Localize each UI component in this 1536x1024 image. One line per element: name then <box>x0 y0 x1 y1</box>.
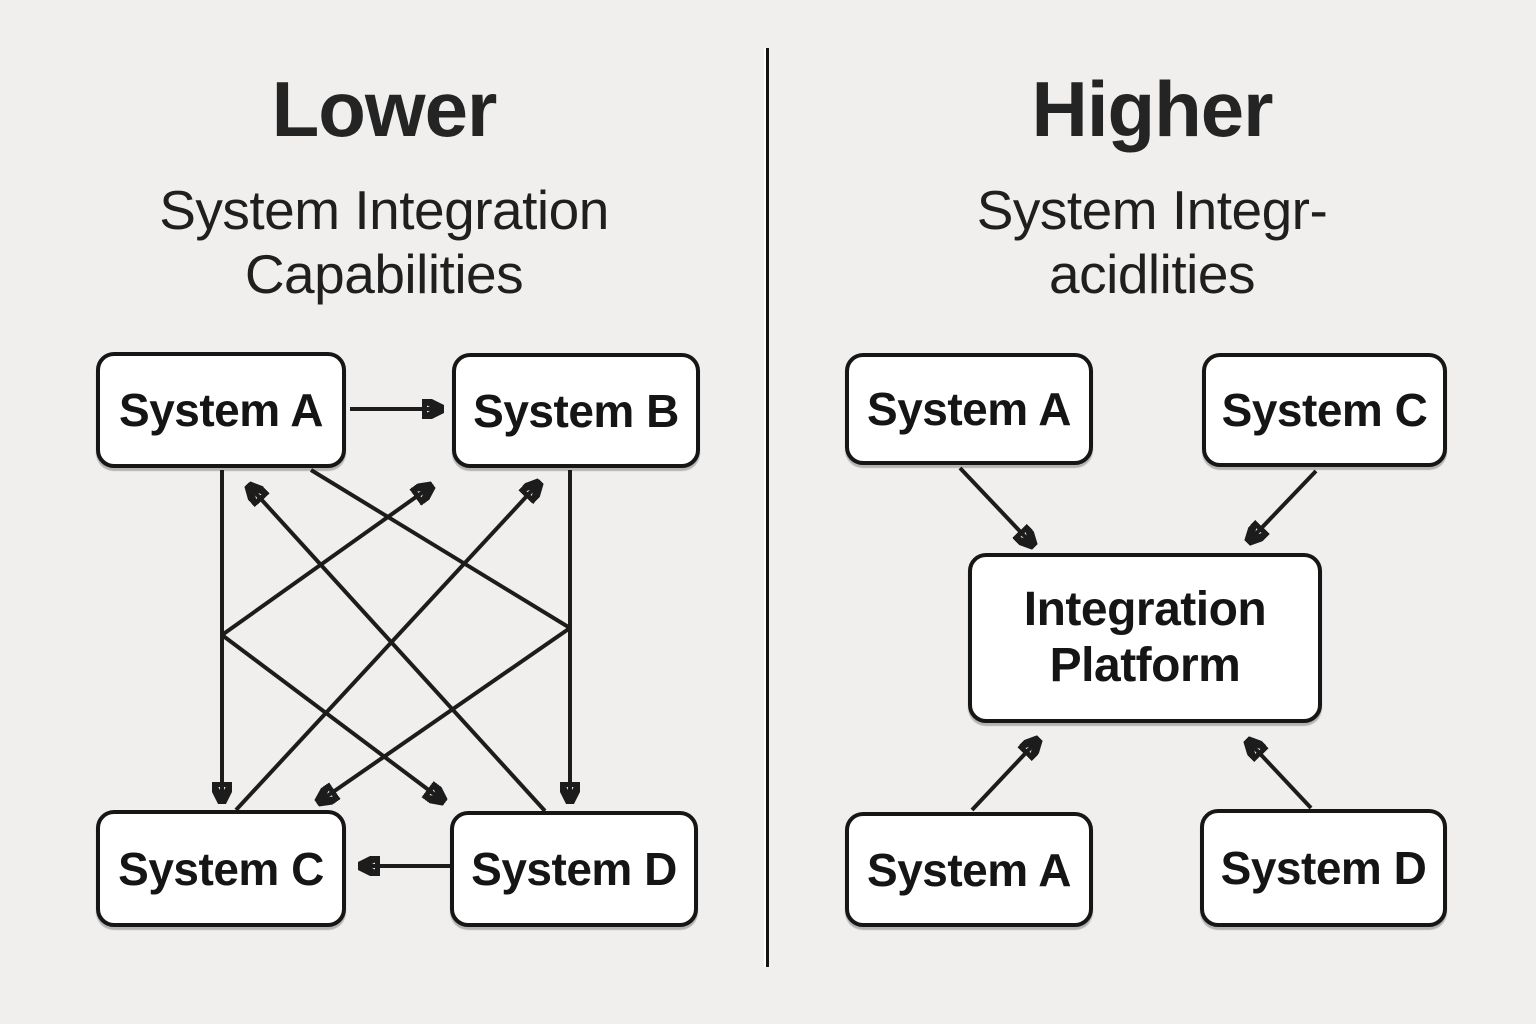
right-panel-title: Higher <box>1031 65 1273 153</box>
node-integration-platform: Integration Platform <box>968 553 1322 723</box>
node-label: System C <box>118 842 324 895</box>
left-panel-subtitle-line1: System Integration <box>159 179 609 241</box>
connector-c-to-b <box>234 484 538 812</box>
right-panel-subtitle: System Integr- acidlities <box>768 178 1536 306</box>
panel-divider <box>766 48 769 967</box>
connector-bottom-d-to-hub <box>1249 742 1313 810</box>
node-left-system-a: System A <box>96 352 346 468</box>
connector-top-c-to-hub <box>1250 469 1318 540</box>
node-label: System C <box>1221 384 1428 436</box>
connector-mid-to-b <box>220 487 430 637</box>
connector-mid-to-d <box>220 633 442 800</box>
node-right-bottom-system-d: System D <box>1200 809 1447 927</box>
node-label: System D <box>1220 842 1427 894</box>
left-panel-subtitle: System Integration Capabilities <box>0 178 768 306</box>
hub-label-line1: Integration <box>1023 583 1267 636</box>
node-label: System B <box>473 384 679 437</box>
right-panel-subtitle-line1: System Integr- <box>976 179 1328 241</box>
node-left-system-b: System B <box>452 353 700 468</box>
left-panel-subtitle-line2: Capabilities <box>244 243 524 305</box>
node-label: Integration Platform <box>1024 582 1267 694</box>
node-left-system-d: System D <box>450 811 698 927</box>
hub-label-line2: Platform <box>1049 639 1241 692</box>
right-panel-subtitle-line2: acidlities <box>1049 243 1255 305</box>
node-right-bottom-system-a: System A <box>845 812 1093 927</box>
left-panel-title: Lower <box>271 65 498 153</box>
connector-a-to-mid <box>309 468 572 630</box>
connector-bottom-a-to-hub <box>970 741 1037 812</box>
node-label: System A <box>119 384 323 436</box>
node-left-system-c: System C <box>96 810 346 927</box>
connector-d-to-a <box>250 487 547 813</box>
node-label: System A <box>867 383 1071 435</box>
node-label: System A <box>867 843 1071 896</box>
connector-top-a-to-hub <box>958 466 1032 544</box>
connector-mid-to-c <box>320 626 572 801</box>
node-right-top-system-a: System A <box>845 353 1093 465</box>
node-label: System D <box>471 843 677 895</box>
node-right-top-system-c: System C <box>1202 353 1447 467</box>
